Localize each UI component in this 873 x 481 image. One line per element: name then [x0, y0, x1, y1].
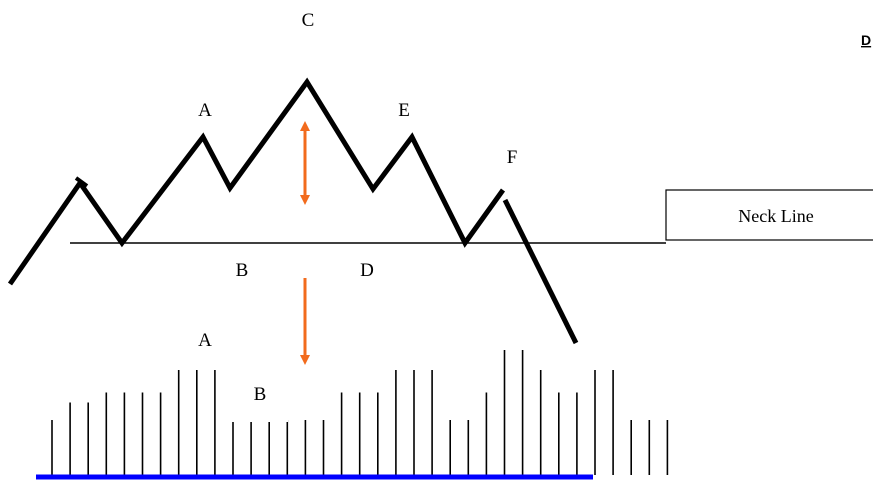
price-breakdown-line [502, 198, 579, 345]
label-trough-d: D [360, 260, 374, 281]
price-tick-left [74, 176, 89, 188]
label-peak-c: C [302, 10, 315, 31]
volume-bars [51, 350, 669, 475]
label-trough-b: B [236, 260, 249, 281]
label-volume-a: A [198, 330, 212, 351]
neck-line-label: Neck Line [738, 206, 813, 226]
neck-line-label-box [665, 189, 873, 241]
volume-label-b-mask [232, 378, 288, 422]
label-volume-b: B [254, 384, 267, 405]
label-peak-a: A [198, 100, 212, 121]
label-peak-e: E [398, 100, 410, 121]
price-line [7, 77, 506, 286]
corner-text: D [861, 32, 871, 48]
label-peak-f: F [507, 147, 518, 168]
